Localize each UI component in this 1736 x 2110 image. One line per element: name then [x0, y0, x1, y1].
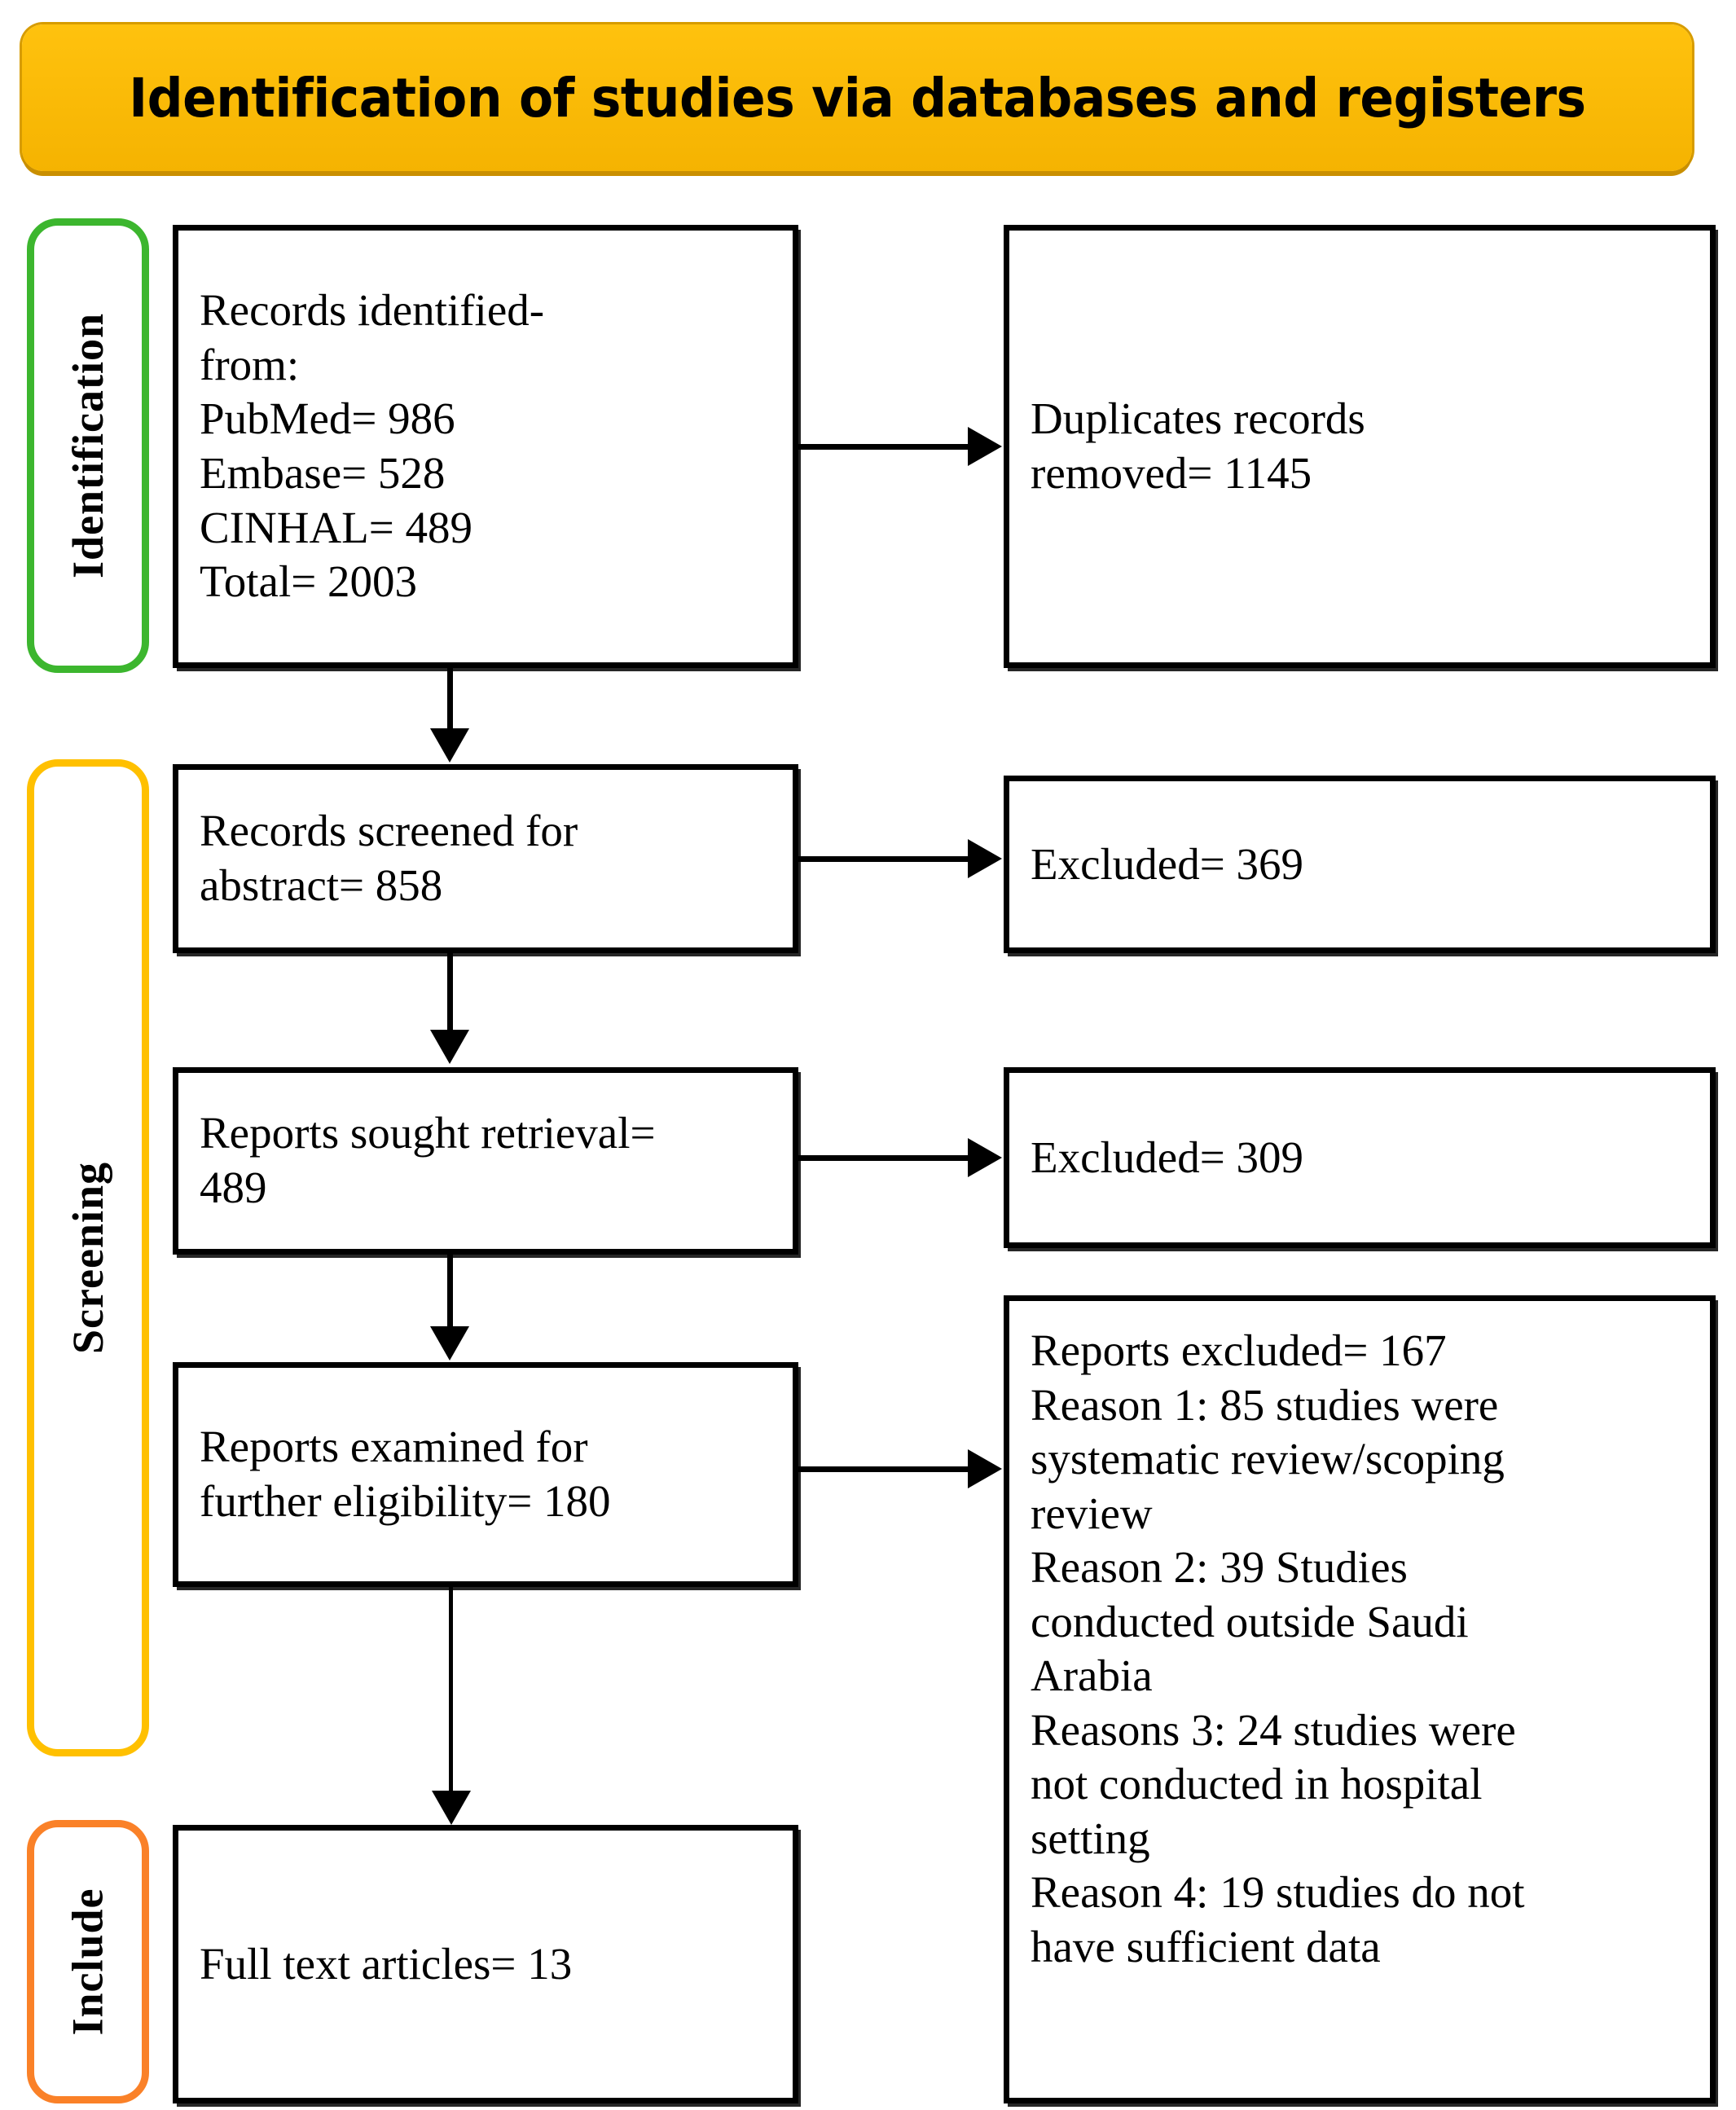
connector-identified-to-duplicates — [798, 444, 969, 450]
arrow-sought-to-excluded — [968, 1138, 1002, 1177]
box-records-identified: Records identified- from: PubMed= 986 Em… — [173, 225, 798, 668]
box-duplicates-removed-text: Duplicates records removed= 1145 — [1031, 393, 1365, 498]
box-reports-excluded-text: Reports excluded= 167 Reason 1: 85 studi… — [1031, 1325, 1525, 1972]
connector-sought-to-excluded — [798, 1155, 969, 1161]
connector-screened-to-sought — [447, 953, 453, 1033]
box-records-screened: Records screened for abstract= 858 — [173, 764, 798, 953]
box-duplicates-removed: Duplicates records removed= 1145 — [1004, 225, 1716, 668]
page-title: Identification of studies via databases … — [128, 66, 1586, 130]
box-records-identified-text: Records identified- from: PubMed= 986 Em… — [200, 285, 545, 607]
box-excluded-abstract-text: Excluded= 369 — [1031, 838, 1303, 889]
box-excluded-sought-text: Excluded= 309 — [1031, 1132, 1303, 1182]
box-reports-sought-text: Reports sought retrieval= 489 — [200, 1108, 656, 1212]
box-reports-excluded: Reports excluded= 167 Reason 1: 85 studi… — [1004, 1295, 1716, 2103]
box-excluded-abstract: Excluded= 369 — [1004, 776, 1716, 953]
box-full-text-articles-text: Full text articles= 13 — [200, 1938, 573, 1989]
box-full-text-articles: Full text articles= 13 — [173, 1825, 798, 2103]
box-records-screened-text: Records screened for abstract= 858 — [200, 806, 578, 910]
connector-sought-to-examined — [447, 1255, 453, 1330]
arrow-screened-to-excluded — [968, 839, 1002, 878]
phase-label-include: Include — [27, 1820, 149, 2103]
phase-label-screening-text: Screening — [64, 1162, 112, 1354]
connector-identified-to-screened — [447, 668, 453, 732]
arrow-identified-to-screened — [430, 728, 469, 763]
arrow-examined-to-reports-excluded — [968, 1449, 1002, 1488]
phase-label-identification: Identification — [27, 218, 149, 673]
connector-examined-to-fulltext — [449, 1587, 453, 1794]
arrow-identified-to-duplicates — [968, 427, 1002, 466]
phase-label-screening: Screening — [27, 759, 149, 1756]
arrow-screened-to-sought — [430, 1030, 469, 1064]
box-excluded-sought: Excluded= 309 — [1004, 1067, 1716, 1248]
phase-label-include-text: Include — [64, 1888, 112, 2036]
connector-screened-to-excluded — [798, 856, 969, 862]
box-reports-examined: Reports examined for further eligibility… — [173, 1362, 798, 1587]
arrow-sought-to-examined — [430, 1326, 469, 1361]
arrow-examined-to-fulltext — [432, 1791, 471, 1825]
header-banner: Identification of studies via databases … — [22, 24, 1692, 171]
box-reports-sought: Reports sought retrieval= 489 — [173, 1067, 798, 1255]
phase-label-identification-text: Identification — [64, 312, 113, 579]
connector-examined-to-reports-excluded — [798, 1466, 969, 1472]
box-reports-examined-text: Reports examined for further eligibility… — [200, 1422, 611, 1526]
